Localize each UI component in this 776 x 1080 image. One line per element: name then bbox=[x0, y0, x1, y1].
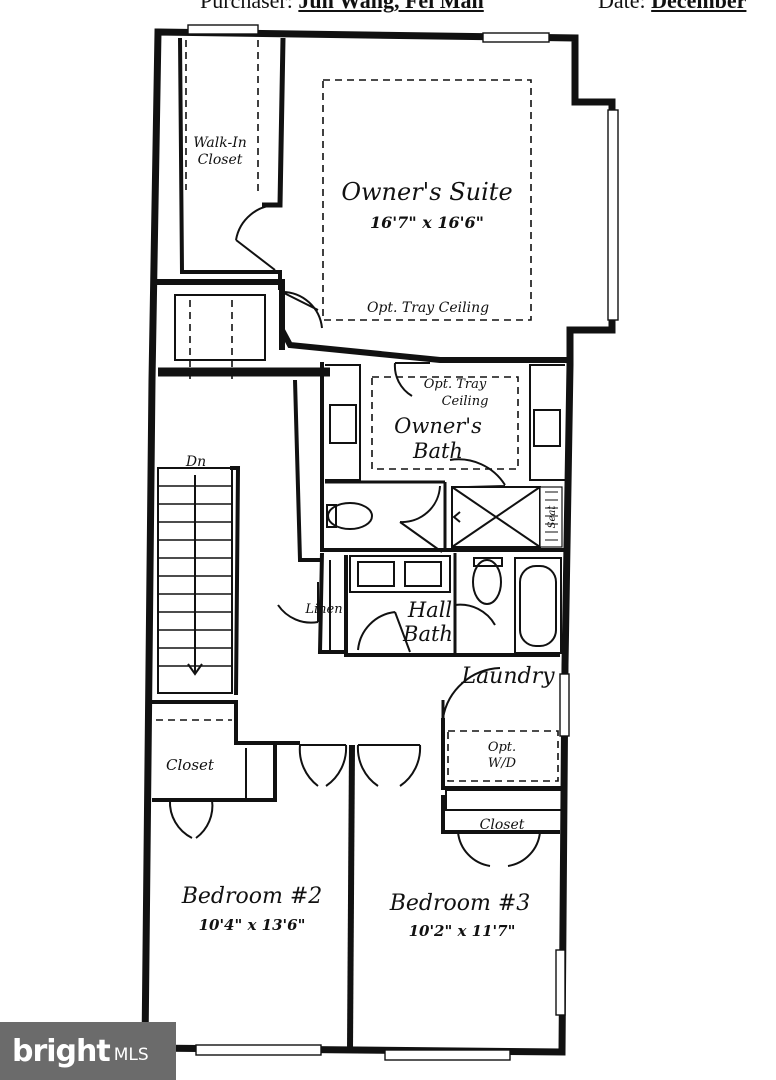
suite-tray-label: Opt. Tray Ceiling bbox=[367, 300, 489, 316]
skylight-dash bbox=[189, 300, 233, 380]
closet-door bbox=[195, 799, 214, 839]
toilet bbox=[327, 502, 373, 530]
shower-arrow bbox=[452, 511, 461, 523]
bathtub-basin bbox=[519, 565, 557, 647]
interior-wall bbox=[155, 279, 285, 350]
laundry-shelf bbox=[445, 789, 563, 811]
window bbox=[559, 673, 570, 737]
interior-wall bbox=[279, 328, 570, 363]
linen-door bbox=[277, 582, 319, 624]
shower-x bbox=[451, 486, 541, 548]
window bbox=[187, 24, 259, 35]
hall-bath-door bbox=[454, 603, 496, 626]
skylight bbox=[174, 294, 266, 361]
opt-wd-label: Opt. bbox=[488, 740, 516, 755]
laundry-door bbox=[442, 667, 501, 719]
bedroom2-dims: 10'4" x 13'6" bbox=[199, 916, 306, 934]
sink bbox=[533, 409, 561, 447]
bedroom-door bbox=[325, 744, 348, 787]
walk-in-closet-label-2: Closet bbox=[198, 152, 243, 168]
opt-wd-label-2: W/D bbox=[488, 756, 517, 771]
bedroom-door bbox=[356, 744, 379, 787]
linen-label: Linen bbox=[304, 602, 342, 617]
vanity bbox=[349, 555, 451, 593]
laundry-label: Laundry bbox=[460, 664, 555, 689]
seat-tile bbox=[545, 491, 558, 541]
bath-tray-label-2: Ceiling bbox=[442, 394, 489, 409]
window bbox=[555, 949, 566, 1016]
bedroom3-label: Bedroom #3 bbox=[389, 891, 531, 916]
toilet bbox=[472, 559, 502, 605]
owners-bath-label: Owner's bbox=[394, 414, 482, 438]
closet-bed3-label: Closet bbox=[480, 817, 525, 833]
closet-rod bbox=[185, 40, 259, 195]
sink bbox=[404, 561, 442, 587]
owners-bath-label-2: Bath bbox=[412, 439, 463, 463]
stairs-down-label: Dn bbox=[185, 454, 206, 470]
closet-door bbox=[457, 831, 496, 867]
window bbox=[384, 1049, 511, 1061]
closet-door bbox=[507, 831, 541, 867]
watermark-suffix: MLS bbox=[113, 1045, 149, 1065]
walk-in-closet-label: Walk-In bbox=[193, 135, 247, 151]
closet-wall bbox=[178, 37, 228, 274]
window bbox=[607, 109, 619, 321]
stairs bbox=[157, 467, 233, 694]
hall-bath-label-2: Bath bbox=[402, 622, 453, 646]
owners-suite-label: Owner's Suite bbox=[341, 178, 512, 206]
bedroom-door bbox=[298, 744, 346, 787]
bedroom-wall bbox=[152, 700, 300, 745]
linen-wall bbox=[317, 552, 346, 654]
closet-wall bbox=[262, 37, 286, 208]
bath-door bbox=[393, 362, 430, 397]
purchaser-label: Purchaser: bbox=[200, 0, 293, 13]
outer-wall bbox=[141, 28, 616, 1056]
owners-suite-dims: 16'7" x 16'6" bbox=[370, 213, 484, 232]
date-label: Date: bbox=[598, 0, 646, 13]
window bbox=[482, 32, 550, 43]
closet-wall bbox=[441, 795, 560, 834]
bath-wall bbox=[320, 362, 565, 552]
purchaser-header: Purchaser: Jun Wang, Fei Man bbox=[200, 0, 484, 14]
toilet-tank bbox=[473, 557, 503, 567]
hall-wall bbox=[293, 379, 322, 562]
sink bbox=[329, 404, 357, 444]
bright-mls-watermark: bright MLS bbox=[0, 1022, 176, 1080]
bath-tray-ceiling bbox=[371, 376, 519, 470]
closet-bed2-label: Closet bbox=[166, 756, 215, 774]
bedroom2-label: Bedroom #2 bbox=[181, 884, 323, 909]
watermark-brand: bright bbox=[12, 1033, 111, 1069]
shower-door bbox=[449, 458, 506, 488]
bathtub bbox=[514, 557, 562, 654]
hall-bath-door bbox=[357, 611, 411, 653]
wc-door bbox=[399, 485, 443, 553]
window bbox=[195, 1044, 322, 1056]
suite-tray-ceiling bbox=[322, 79, 532, 321]
vanity bbox=[325, 364, 361, 481]
date-header: Date: December bbox=[598, 0, 746, 14]
purchaser-value: Jun Wang, Fei Man bbox=[298, 0, 484, 13]
bedroom3-dims: 10'2" x 11'7" bbox=[409, 922, 516, 940]
closet-door bbox=[235, 203, 279, 271]
closet-door bbox=[168, 799, 196, 839]
hall-bath-wall bbox=[344, 555, 560, 657]
toilet-tank bbox=[326, 504, 337, 528]
hall-bath-label: Hall bbox=[407, 598, 452, 622]
sink bbox=[357, 561, 395, 587]
seat-label: Seat bbox=[547, 505, 558, 529]
date-value: December bbox=[651, 0, 747, 13]
bath-tray-label: Opt. Tray bbox=[424, 377, 487, 392]
vanity bbox=[529, 364, 565, 481]
bedroom-wall bbox=[347, 744, 355, 1051]
bedroom-door bbox=[358, 744, 422, 787]
suite-door bbox=[281, 290, 323, 329]
opt-washer-dryer bbox=[447, 730, 559, 782]
